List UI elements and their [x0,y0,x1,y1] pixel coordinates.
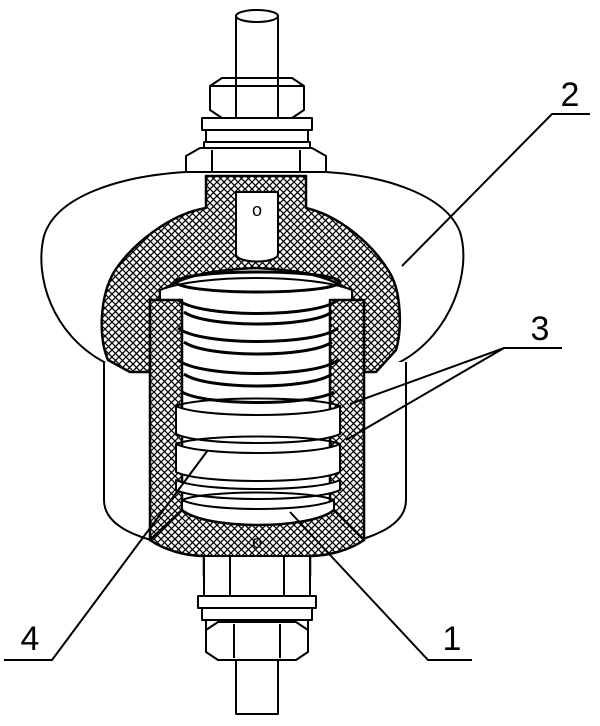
leader-lines [4,113,590,661]
varistor-disc-lower [175,435,341,482]
callout-2: 2 [561,76,580,114]
callout-1: 1 [443,620,462,658]
leader-line-4 [4,449,209,661]
callout-3: 3 [531,310,550,348]
top-washer-stack [201,117,313,153]
callout-4: 4 [21,620,40,658]
leader-line-1 [289,511,472,661]
leader-line-3b [345,347,505,441]
leader-line-2 [401,113,590,267]
upper-terminal-mark: o [252,200,262,220]
compression-spring [174,270,342,404]
lower-insulator-base: o [148,508,366,578]
lower-terminal-mark: o [252,532,262,552]
upper-insulator-cap [100,174,402,374]
bottom-lock-nut [205,621,309,661]
bottom-hex-nut [203,555,311,597]
callout-labels: 2 3 1 4 [21,76,580,658]
varistor-disc-upper [175,397,341,444]
bottom-terminal-rod [235,659,279,715]
top-hex-nut [209,77,305,119]
top-terminal-rod [235,9,279,87]
upper-electrode-stud: o [235,191,279,263]
